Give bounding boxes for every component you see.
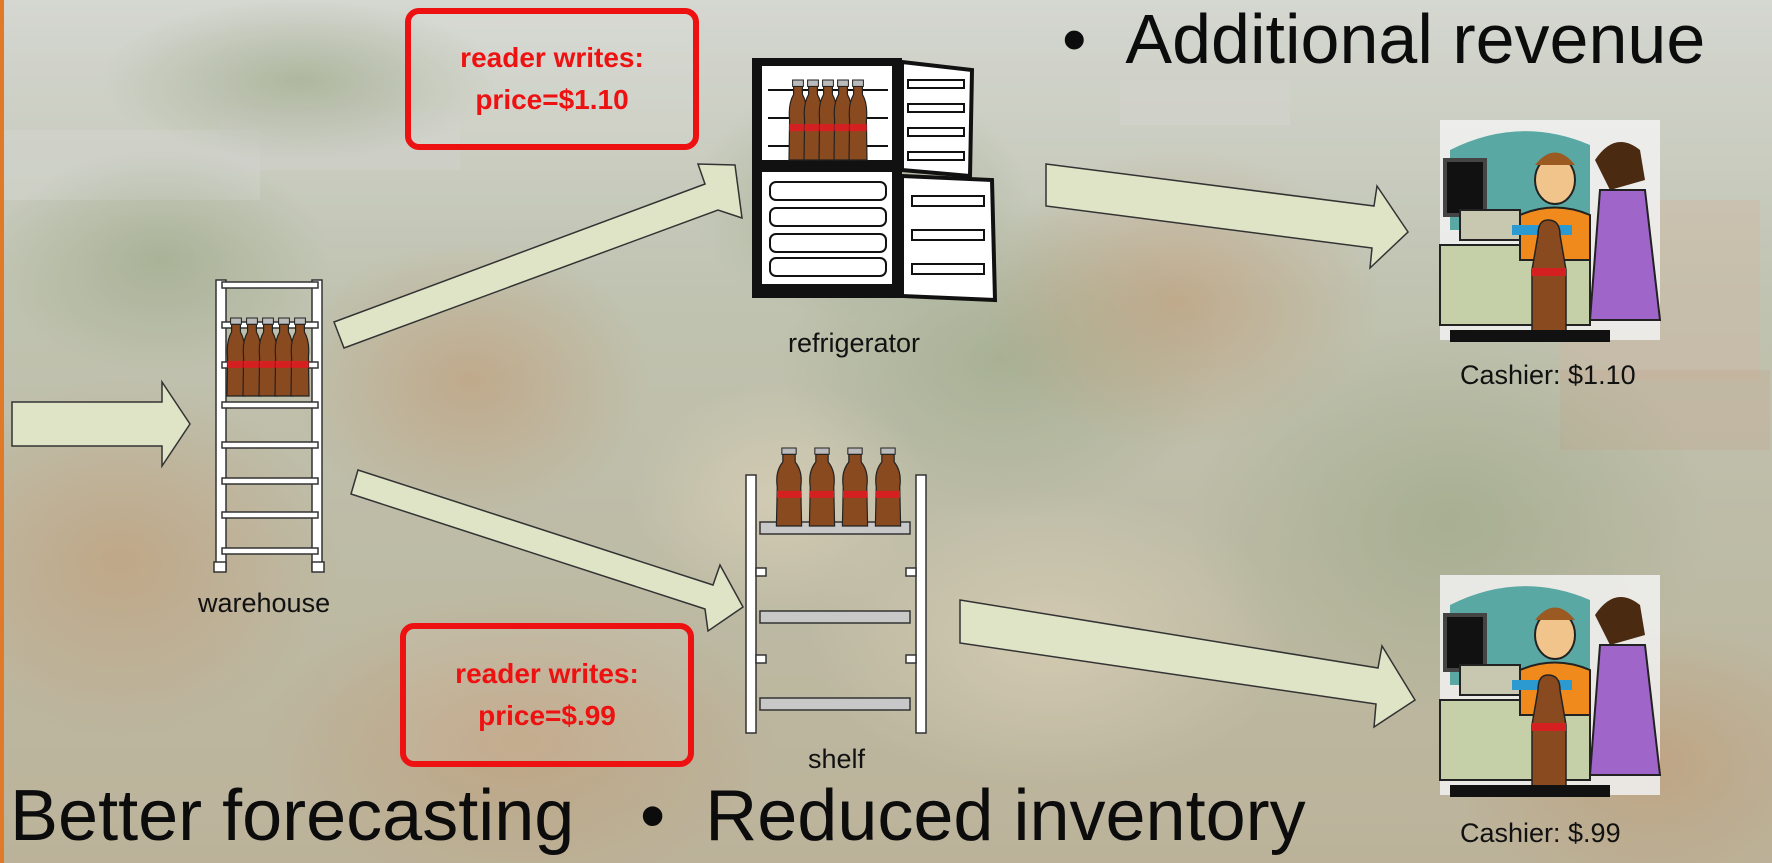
cashier-bottom-label: Cashier: $.99 <box>1460 818 1621 848</box>
arrow-warehouse-to-refrigerator <box>333 163 743 349</box>
refrigerator-bottles <box>788 79 868 161</box>
arrow-warehouse-to-shelf <box>350 469 744 633</box>
cola-bottle-icon <box>808 447 836 527</box>
callout-line-1: reader writes: <box>455 658 639 689</box>
incoming-arrow <box>11 379 191 469</box>
shelf-icon <box>745 474 927 734</box>
cashier-top-label: Cashier: $1.10 <box>1460 360 1636 390</box>
cola-bottle-icon <box>841 447 869 527</box>
refrigerator-label: refrigerator <box>788 328 921 358</box>
cola-bottle-icon <box>848 79 868 161</box>
bullet-better-forecasting: Better forecasting <box>10 780 574 852</box>
cashier-clipart-top <box>1439 120 1662 342</box>
flow-arrows <box>11 163 1417 729</box>
cola-bottle-icon <box>290 317 310 397</box>
refrigerator-icon <box>752 58 998 303</box>
bullet-marker: • <box>1062 0 1087 78</box>
callout-line-2: price=$1.10 <box>475 84 629 115</box>
cola-bottle-icon <box>874 447 902 527</box>
bullet-text: Additional revenue <box>1125 0 1706 78</box>
callout-refrigerator-price: reader writes: price=$1.10 <box>405 8 699 150</box>
bullet-additional-revenue: • Additional revenue <box>1062 4 1705 74</box>
arrow-shelf-to-cashier <box>959 599 1417 729</box>
cola-bottle-icon <box>775 447 803 527</box>
bullet-text: Reduced inventory <box>705 776 1306 856</box>
warehouse-label: warehouse <box>198 588 331 618</box>
bullet-marker: • <box>640 776 666 856</box>
bullet-text: Better forecasting <box>10 776 575 856</box>
warehouse-bottles <box>226 317 310 397</box>
shelf-label: shelf <box>808 744 866 774</box>
arrow-refrigerator-to-cashier <box>1045 163 1409 270</box>
callout-line-2: price=$.99 <box>478 700 616 731</box>
cashier-clipart-bottom <box>1439 575 1662 797</box>
shelf-bottles <box>775 447 902 527</box>
bullet-reduced-inventory: • Reduced inventory <box>640 780 1306 852</box>
cola-bottle-icon <box>803 79 823 161</box>
callout-line-1: reader writes: <box>460 42 644 73</box>
callout-shelf-price: reader writes: price=$.99 <box>400 623 694 767</box>
